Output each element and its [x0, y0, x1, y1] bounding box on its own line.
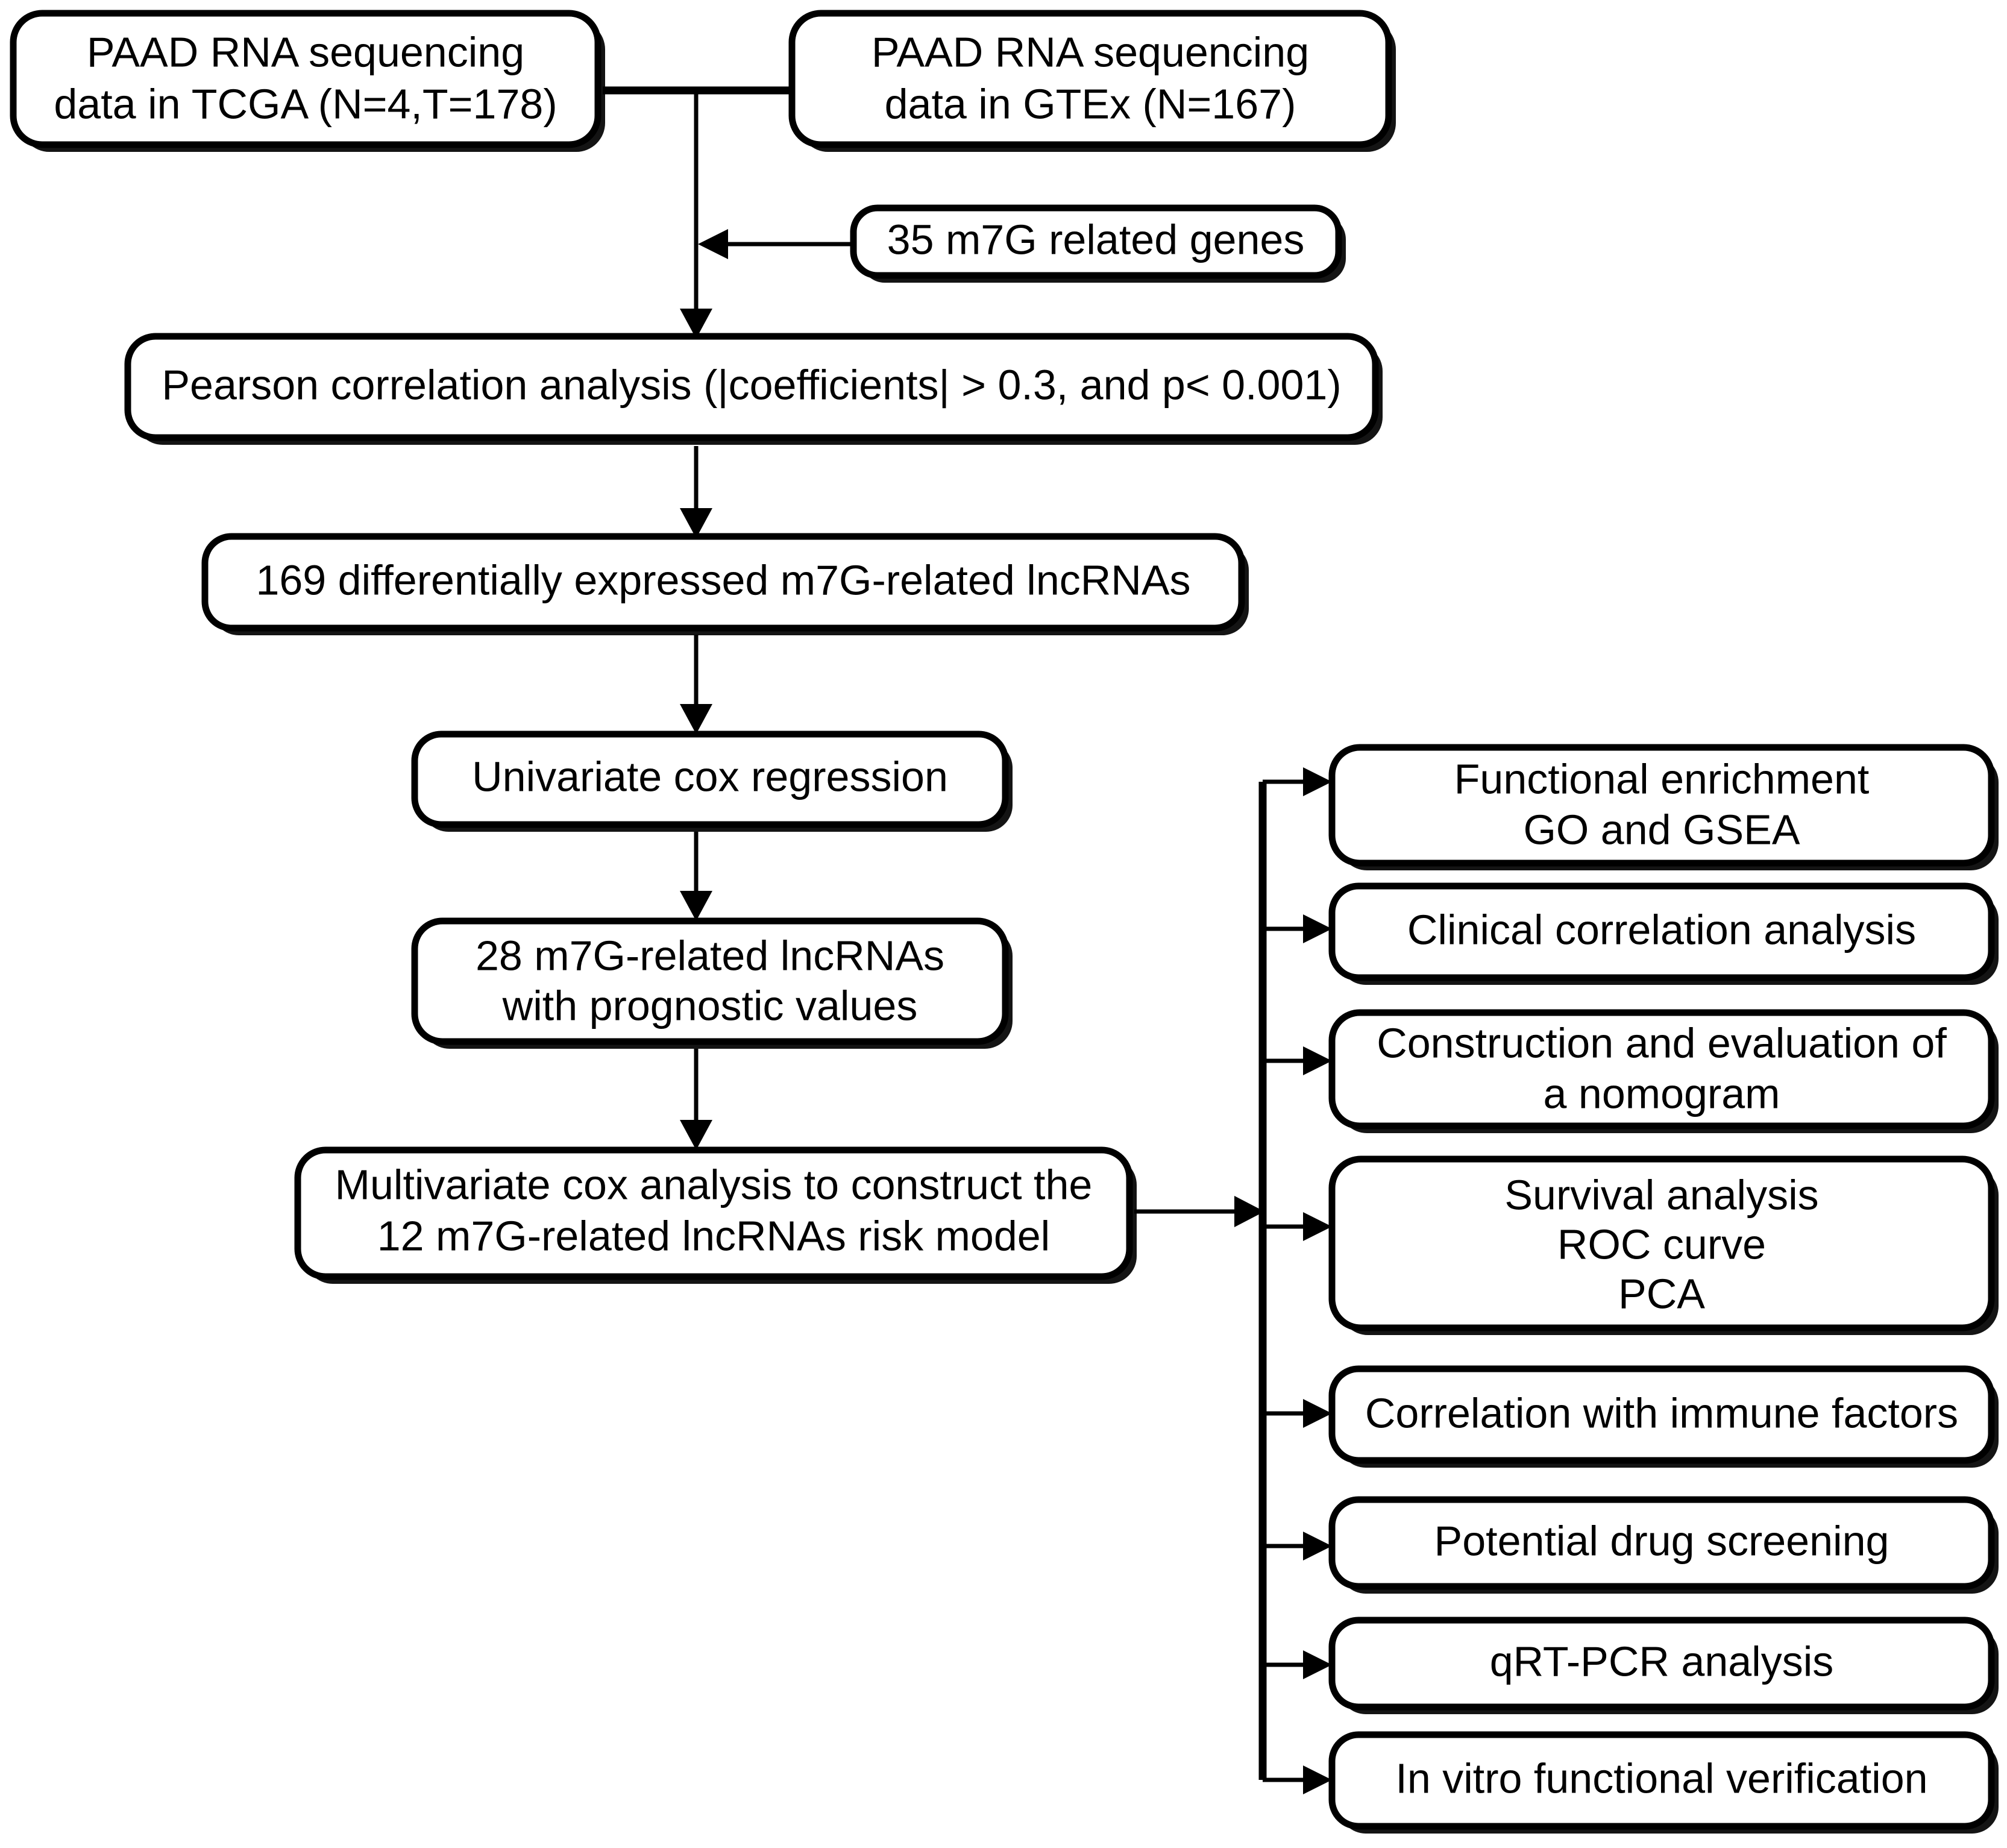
survival-analysis-label-line2: ROC curve — [1557, 1221, 1766, 1268]
arrowhead-to-pearson — [680, 309, 712, 339]
univariate-cox-label: Univariate cox regression — [472, 753, 948, 800]
prognostic-lncrna-node[interactable]: 28 m7G-related lncRNAs with prognostic v… — [411, 917, 1013, 1049]
m7g-genes-label: 35 m7G related genes — [887, 216, 1305, 263]
arrowhead-functional-enrichment — [1303, 767, 1332, 796]
survival-analysis-label-line3: PCA — [1618, 1270, 1705, 1317]
arrowhead-survival-analysis — [1303, 1212, 1332, 1241]
in-vitro-verification-box[interactable] — [1328, 1731, 1995, 1830]
bus-branch-group — [1263, 767, 1332, 1794]
multivariate-cox-box[interactable] — [294, 1146, 1133, 1280]
paad-gtex-box[interactable] — [788, 10, 1392, 148]
paad-tcga-label-line2: data in TCGA (N=4,T=178) — [54, 80, 557, 127]
multivariate-cox-node[interactable]: Multivariate cox analysis to construct t… — [294, 1146, 1137, 1284]
pearson-correlation-label: Pearson correlation analysis (|coefficie… — [162, 361, 1341, 408]
immune-factors-box[interactable] — [1328, 1365, 1995, 1464]
arrowhead-pearson-to-deg — [680, 508, 712, 538]
drug-screening-node[interactable]: Potential drug screening — [1328, 1496, 1999, 1594]
in-vitro-verification-label: In vitro functional verification — [1395, 1755, 1927, 1802]
clinical-correlation-box[interactable] — [1328, 882, 1995, 981]
m7g-genes-node[interactable]: 35 m7G related genes — [850, 204, 1346, 283]
arrowhead-univariate-to-prognostic — [680, 891, 712, 921]
paad-tcga-label-line1: PAAD RNA sequencing — [87, 28, 524, 75]
survival-analysis-label-line1: Survival analysis — [1504, 1171, 1818, 1218]
arrowhead-genes-to-trunk — [698, 229, 728, 259]
paad-gtex-label-line2: data in GTEx (N=167) — [885, 80, 1296, 127]
paad-tcga-node[interactable]: PAAD RNA sequencing data in TCGA (N=4,T=… — [10, 10, 605, 152]
functional-enrichment-label-line2: GO and GSEA — [1523, 806, 1800, 853]
qrt-pcr-node[interactable]: qRT-PCR analysis — [1328, 1617, 1999, 1714]
arrowhead-deg-to-univariate — [680, 704, 712, 734]
paad-tcga-box[interactable] — [10, 10, 601, 148]
drug-screening-box[interactable] — [1328, 1496, 1995, 1590]
pearson-correlation-node[interactable]: Pearson correlation analysis (|coefficie… — [124, 333, 1383, 445]
arrowhead-prognostic-to-multivariate — [680, 1120, 712, 1150]
qrt-pcr-label: qRT-PCR analysis — [1490, 1638, 1834, 1685]
paad-gtex-node[interactable]: PAAD RNA sequencing data in GTEx (N=167) — [788, 10, 1396, 152]
connector-layer — [603, 86, 1332, 1794]
prognostic-lncrna-label-line2: with prognostic values — [502, 982, 918, 1029]
nomogram-box[interactable] — [1328, 1009, 1995, 1130]
clinical-correlation-label: Clinical correlation analysis — [1407, 906, 1916, 953]
in-vitro-verification-node[interactable]: In vitro functional verification — [1328, 1731, 1999, 1834]
qrt-pcr-box[interactable] — [1328, 1617, 1995, 1711]
arrowhead-immune-factors — [1303, 1399, 1332, 1428]
pearson-correlation-box[interactable] — [124, 333, 1379, 441]
immune-factors-node[interactable]: Correlation with immune factors — [1328, 1365, 1999, 1468]
deg-lncrna-node[interactable]: 169 differentially expressed m7G-related… — [201, 533, 1249, 635]
arrowhead-multivariate-to-bus — [1234, 1196, 1264, 1227]
nomogram-label-line1: Construction and evaluation of — [1377, 1019, 1947, 1066]
prognostic-lncrna-box[interactable] — [411, 917, 1009, 1045]
deg-lncrna-label: 169 differentially expressed m7G-related… — [256, 556, 1190, 603]
functional-enrichment-node[interactable]: Functional enrichment GO and GSEA — [1328, 744, 1999, 870]
m7g-genes-box[interactable] — [850, 204, 1342, 279]
arrowhead-qrt-pcr — [1303, 1650, 1332, 1679]
arrowhead-nomogram — [1303, 1046, 1332, 1075]
clinical-correlation-node[interactable]: Clinical correlation analysis — [1328, 882, 1999, 985]
univariate-cox-node[interactable]: Univariate cox regression — [411, 731, 1013, 832]
functional-enrichment-label-line1: Functional enrichment — [1454, 755, 1870, 802]
multivariate-cox-label-line1: Multivariate cox analysis to construct t… — [335, 1161, 1093, 1208]
functional-enrichment-box[interactable] — [1328, 744, 1995, 867]
paad-gtex-label-line1: PAAD RNA sequencing — [872, 28, 1309, 75]
prognostic-lncrna-label-line1: 28 m7G-related lncRNAs — [476, 932, 944, 979]
univariate-cox-box[interactable] — [411, 731, 1009, 828]
survival-analysis-node[interactable]: Survival analysis ROC curve PCA — [1328, 1155, 1999, 1335]
arrowhead-drug-screening — [1303, 1532, 1332, 1560]
multivariate-cox-label-line2: 12 m7G-related lncRNAs risk model — [377, 1212, 1050, 1259]
immune-factors-label: Correlation with immune factors — [1365, 1389, 1958, 1436]
nomogram-node[interactable]: Construction and evaluation of a nomogra… — [1328, 1009, 1999, 1133]
survival-analysis-box[interactable] — [1328, 1155, 1995, 1331]
arrowhead-clinical-correlation — [1303, 914, 1332, 943]
deg-lncrna-box[interactable] — [201, 533, 1245, 632]
drug-screening-label: Potential drug screening — [1434, 1517, 1889, 1564]
nomogram-label-line2: a nomogram — [1544, 1070, 1780, 1117]
arrowhead-in-vitro — [1303, 1765, 1332, 1794]
